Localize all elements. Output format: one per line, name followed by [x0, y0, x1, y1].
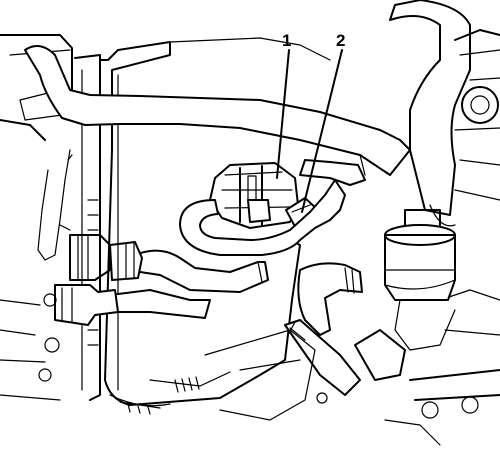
leader-line-1	[276, 49, 290, 179]
bypass-hose	[179, 159, 366, 256]
lower-hose	[109, 249, 269, 319]
lower-right-hoses	[204, 262, 406, 421]
callout-label-1: 1	[282, 31, 291, 50]
oil-filter-housing	[384, 209, 456, 351]
coolant-reservoir	[99, 37, 331, 415]
component-1	[209, 162, 299, 229]
hose-connectors	[37, 149, 143, 326]
leader-line-2	[301, 49, 343, 213]
right-upper-hose	[389, 0, 471, 227]
engine-block	[384, 29, 500, 446]
callout-label-2: 2	[336, 31, 345, 50]
callout-leaders	[276, 49, 343, 213]
